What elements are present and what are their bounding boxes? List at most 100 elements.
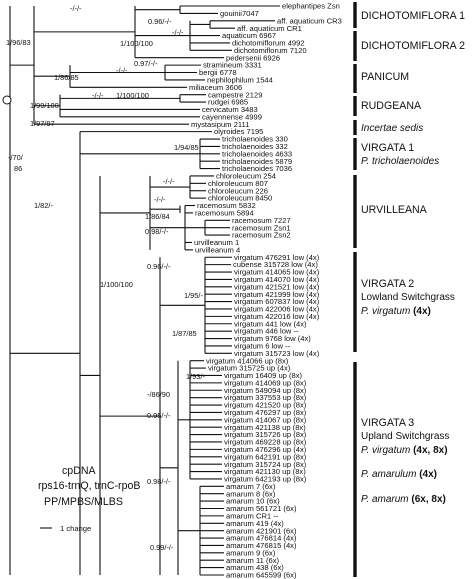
tip-label: amarum CR1 --	[226, 511, 279, 520]
tip-label: virgatum 549094 up (8x)	[224, 386, 307, 395]
label-panicum: PANICUM	[361, 71, 409, 83]
tip-label: amarum 11 (6x)	[226, 556, 280, 565]
tip-label: amarum 561721 (6x)	[226, 504, 297, 513]
tip-label: chloroleucum 254	[216, 172, 276, 181]
tip-label: virgatum 421130 up (8x)	[224, 467, 306, 476]
tip-label: elephantipes Zsn	[282, 2, 340, 11]
virgata-2-ploidy: (4x)	[413, 306, 431, 317]
support-core-a: -/70/	[8, 153, 24, 162]
tip-label: virgatum 476296 up (4x)	[224, 445, 307, 454]
tip-label: chloroleucum 807	[208, 179, 268, 188]
tip-label: virgatum 414070 low (4x)	[234, 275, 320, 284]
tip-label: virgatum 414069 up (8x)	[224, 378, 307, 387]
label-amarum: P. amarum (6x, 8x)	[361, 494, 446, 505]
tip-label: amarum 476815 (4x)	[226, 541, 297, 550]
tip-label: bergii 6778	[199, 68, 237, 77]
tip-label: tricholaenoides 332	[222, 142, 288, 151]
virgata-2-species-name: P. virgatum	[361, 306, 410, 317]
label-rudgeana: RUDGEANA	[361, 100, 422, 112]
support-dicho2a: 0.96/-/-	[148, 17, 172, 26]
tip-label: racemosum 5894	[195, 209, 254, 218]
support-urv: 1/82/-	[34, 201, 53, 210]
amarulum-ploidy: (4x)	[419, 469, 437, 480]
label-virgata-1: VIRGATA 1	[361, 142, 414, 154]
support-rud1: -/-/-	[92, 91, 104, 100]
tip-label: virgatum 422006 low (4x)	[234, 305, 320, 314]
tip-label: amarum 7 (6x)	[226, 482, 276, 491]
tip-label: racemosum 7227	[232, 216, 291, 225]
tip-label: amarum 8 (6x)	[226, 489, 276, 498]
tip-label: chloroleucum 8450	[208, 194, 272, 203]
tree-branches	[2, 5, 280, 576]
tip-label: virgatum 9768 low (4x)	[234, 334, 311, 343]
tip-label: dichotomiflorum 4992	[232, 39, 305, 48]
support-v2d: 1/87/85	[172, 329, 197, 338]
virgata-3-ploidy: (4x, 8x)	[413, 445, 447, 456]
tip-label: aquaticum 6967	[222, 31, 276, 40]
tip-label: virgatum 421999 low (4x)	[234, 290, 320, 299]
tip-label: virgatum 476291 low (4x)	[234, 253, 320, 262]
amarum-species-name: P. amarum	[361, 494, 409, 505]
support-dicho1: 1/96/83	[6, 38, 31, 47]
tip-label: amarum 10 (6x)	[226, 497, 280, 506]
label-amarulum: P. amarulum (4x)	[361, 469, 437, 480]
support-v2b: 1/95/-	[184, 291, 203, 300]
label-dichotomiflora-2: DICHOTOMIFLORA 2	[361, 40, 465, 52]
tip-label: racemosum 5832	[197, 201, 256, 210]
tip-label: aff. aquaticum CR1	[237, 24, 302, 33]
support-v3d: 0.98/-/-	[147, 477, 171, 486]
support-urv-c: 1/86/84	[145, 212, 170, 221]
support-rud3: 1/99/100	[30, 101, 59, 110]
tip-label: cervicatum 3483	[202, 105, 258, 114]
tip-label: cayennense 4999	[202, 112, 262, 121]
tip-label: tricholaenoides 330	[222, 135, 288, 144]
tip-label: virgatum 607837 low (4x)	[234, 297, 320, 306]
tip-label: campestre 2129	[208, 90, 262, 99]
label-virgata-1-species: P. tricholaenoides	[361, 156, 439, 167]
support-core-b: 86	[14, 164, 22, 173]
label-urvilleana: URVILLEANA	[361, 204, 428, 216]
tip-label: virgatum 469228 up (8x)	[224, 438, 307, 447]
tip-label: rudgei 6985	[208, 98, 248, 107]
support-urv-b: -/-/-	[154, 195, 166, 204]
support-v3a: 1/93/-	[186, 372, 205, 381]
virgata-3-species-name: P. virgatum	[361, 445, 410, 456]
label-virgata-3-species: P. virgatum (4x, 8x)	[361, 445, 448, 456]
tip-label: virgatum 315725 up (4x)	[208, 364, 291, 373]
tip-label: virgatum 476297 up (8x)	[224, 408, 307, 417]
label-virgata-3: VIRGATA 3	[361, 417, 414, 429]
tip-label: virgatum 16409 up (8x)	[224, 371, 303, 380]
tip-label: amarum 476814 (4x)	[226, 534, 297, 543]
tip-label: amarum 645599 (6x)	[226, 571, 297, 579]
support-urv-a: -/-/-	[163, 177, 175, 186]
tip-label: amarum 438 (6x)	[226, 563, 284, 572]
tip-label: virgatum 422016 low (4x)	[234, 312, 320, 321]
tip-label: virgatum 421138 up (8x)	[224, 423, 306, 432]
tip-label: nephilophilum 1544	[207, 75, 273, 84]
support-dicho2b: -/-/-	[172, 28, 184, 37]
clade-labels: DICHOTOMIFLORA 1 DICHOTOMIFLORA 2 PANICU…	[361, 10, 465, 505]
support-v2c: 1/100/100	[100, 280, 133, 289]
tip-label: racemosum Zsn1	[232, 223, 291, 232]
support-pan3: 1/86/85	[54, 73, 79, 82]
tip-label: virgatum 414067 up (8x)	[224, 415, 307, 424]
amarum-ploidy: (6x, 8x)	[411, 494, 445, 505]
tip-label: urvilleanum 1	[194, 238, 239, 247]
figure-legend: cpDNA rps16-trnQ, trnC-rpoB PP/MPBS/MLBS…	[38, 465, 140, 533]
support-v3e: 0.99/-/-	[150, 543, 174, 552]
support-v2a: 0.96/-/-	[147, 262, 171, 271]
support-pan1: 0.97/-/-	[134, 59, 158, 68]
label-virgata-2: VIRGATA 2	[361, 278, 414, 290]
tip-label: virgatum 446 low --	[234, 327, 299, 336]
tip-label: amarum 419 (4x)	[226, 519, 284, 528]
support-values: -/-/- 1/96/83 0.96/-/- -/-/- 1/100/100 0…	[6, 4, 205, 552]
root-node	[2, 95, 12, 105]
tip-label: urvilleanum 4	[195, 245, 240, 254]
tip-label: miliaceum 3606	[189, 83, 242, 92]
tip-label: virgatum 642191 up (8x)	[224, 452, 307, 461]
tip-label: chloroleucum 226	[208, 186, 268, 195]
tip-label: virgatum 414065 low (4x)	[234, 268, 320, 277]
tip-label: tricholaenoides 5879	[222, 157, 292, 166]
